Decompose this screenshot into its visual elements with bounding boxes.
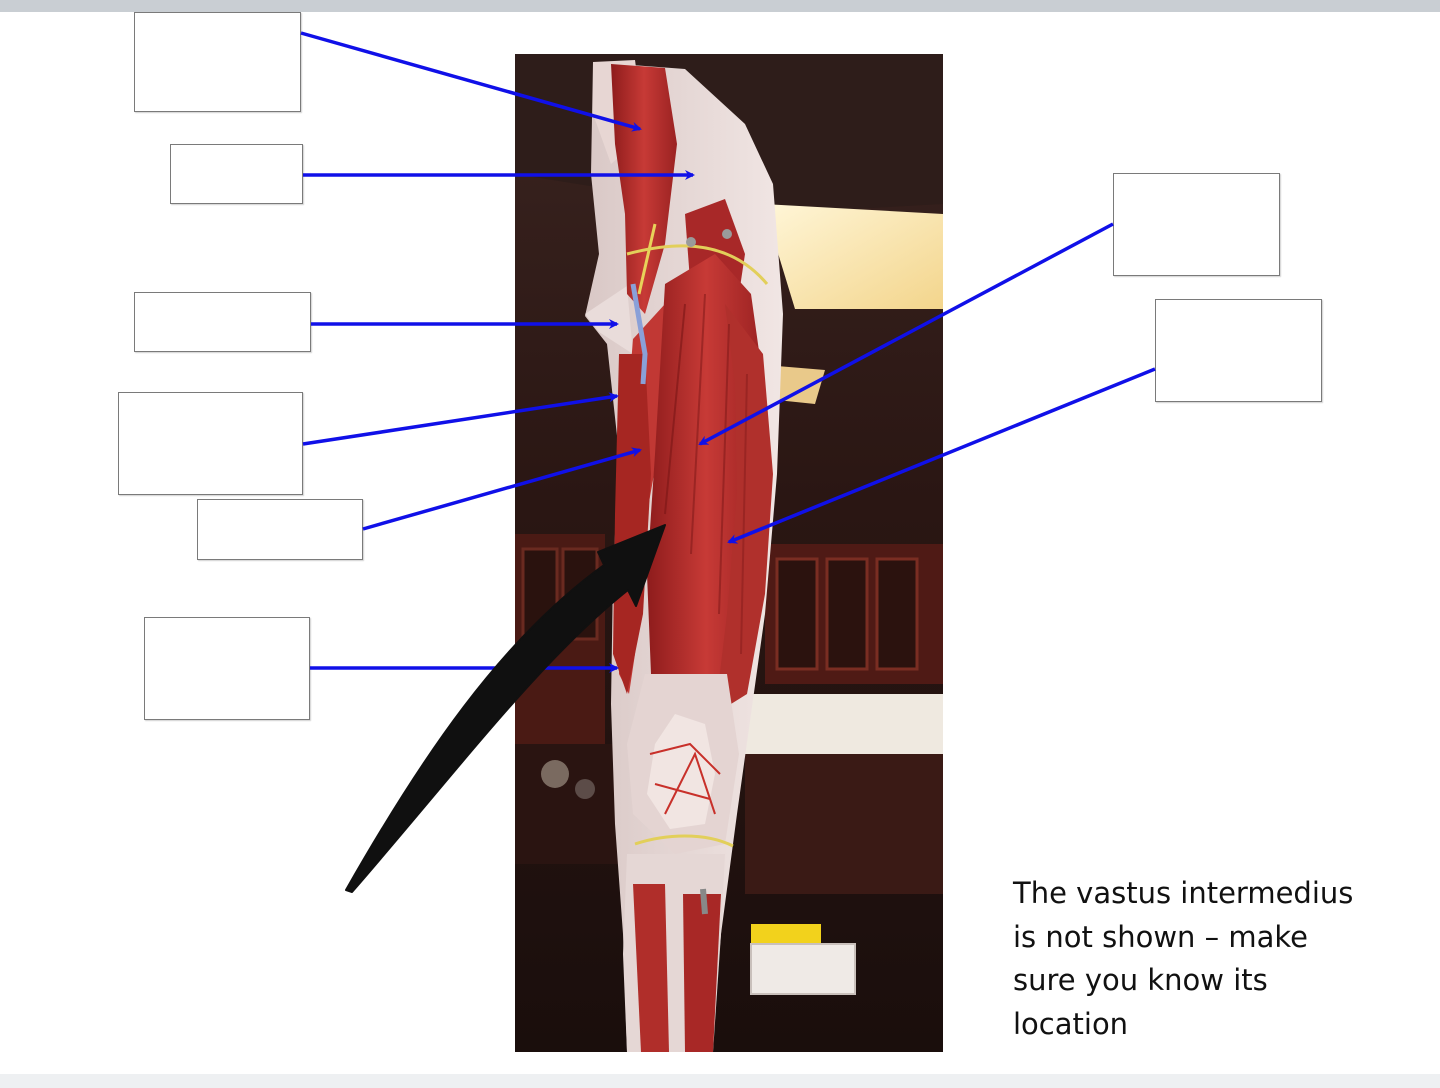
- label-box-8[interactable]: [1155, 299, 1322, 402]
- label-box-5[interactable]: [197, 499, 363, 560]
- slide-top-bar: [0, 0, 1440, 12]
- note-line-1: The vastus intermedius: [1013, 876, 1354, 910]
- slide-bottom-bar: [0, 1074, 1440, 1088]
- label-box-7[interactable]: [1113, 173, 1280, 276]
- thigh-muscle-model-photo: [515, 54, 943, 1052]
- note-line-4: location: [1013, 1006, 1129, 1041]
- note-line-2: is not shown – make: [1013, 919, 1308, 954]
- note-line-3: sure you know its: [1013, 963, 1268, 997]
- vastus-intermedius-note: The vastus intermedius is not shown – ma…: [1013, 872, 1413, 1046]
- label-box-2[interactable]: [170, 144, 303, 204]
- label-box-3[interactable]: [134, 292, 311, 352]
- label-box-1[interactable]: [134, 12, 301, 112]
- label-box-4[interactable]: [118, 392, 303, 495]
- label-box-6[interactable]: [144, 617, 310, 720]
